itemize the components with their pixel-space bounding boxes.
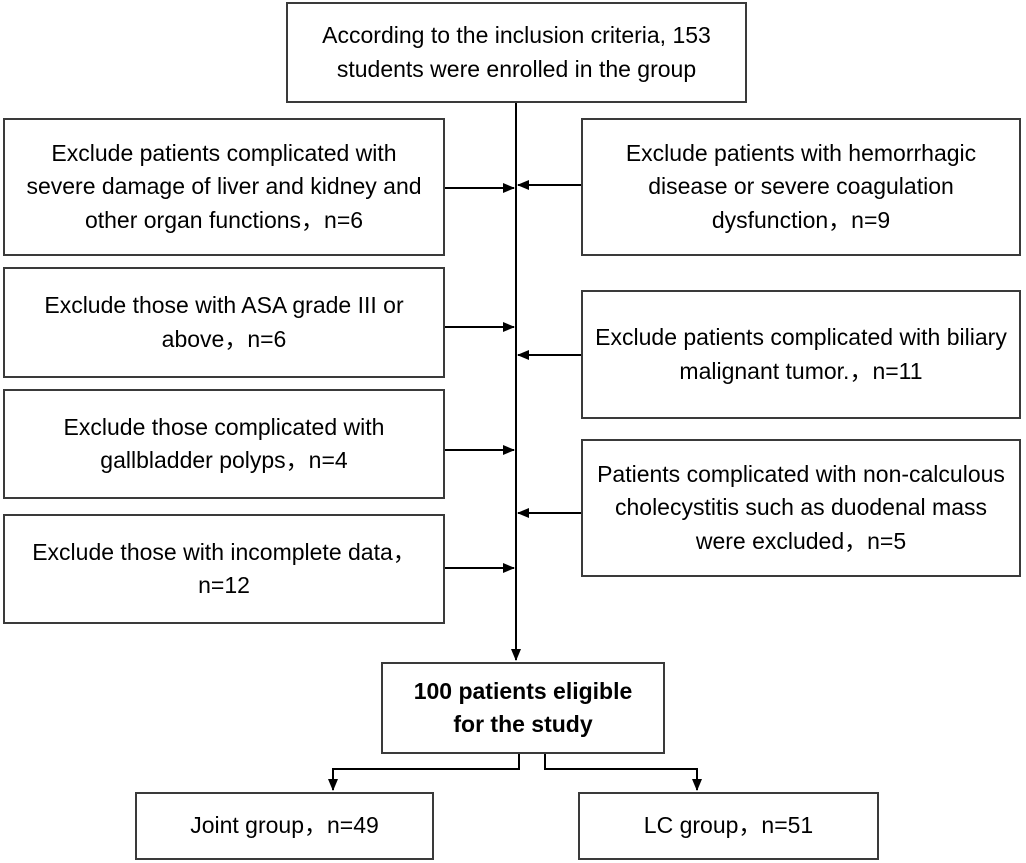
exclude-biliary-text: Exclude patients complicated with biliar… xyxy=(595,324,1007,384)
exclude-polyps-box: Exclude those complicated with gallbladd… xyxy=(3,389,445,499)
enrolled-text: According to the inclusion criteria, 153… xyxy=(322,22,711,82)
enrolled-box: According to the inclusion criteria, 153… xyxy=(286,2,747,103)
lc-group-text: LC group，n=51 xyxy=(643,812,814,839)
eligible-box: 100 patients eligible for the study xyxy=(381,662,665,754)
exclude-incomplete-box: Exclude those with incomplete data，n=12 xyxy=(3,514,445,624)
exclude-noncalculous-text: Patients complicated with non-calculous … xyxy=(597,460,1005,554)
exclude-asa-text: Exclude those with ASA grade III or abov… xyxy=(44,292,404,352)
exclude-asa-box: Exclude those with ASA grade III or abov… xyxy=(3,267,445,378)
eligible-text: 100 patients eligible for the study xyxy=(413,677,633,737)
exclude-biliary-box: Exclude patients complicated with biliar… xyxy=(581,290,1021,419)
joint-group-box: Joint group，n=49 xyxy=(135,792,434,860)
exclude-incomplete-text: Exclude those with incomplete data，n=12 xyxy=(32,538,416,598)
arrow-to-lc-group xyxy=(544,753,702,791)
lc-group-box: LC group，n=51 xyxy=(578,792,879,860)
exclude-hemorrhagic-box: Exclude patients with hemorrhagic diseas… xyxy=(581,118,1021,256)
exclude-liver-box: Exclude patients complicated with severe… xyxy=(3,118,445,256)
exclude-polyps-text: Exclude those complicated with gallbladd… xyxy=(63,413,385,473)
exclude-liver-text: Exclude patients complicated with severe… xyxy=(26,139,422,233)
arrow-to-joint-group xyxy=(328,753,520,791)
exclude-hemorrhagic-text: Exclude patients with hemorrhagic diseas… xyxy=(625,139,977,233)
exclude-noncalculous-box: Patients complicated with non-calculous … xyxy=(581,439,1021,577)
joint-group-text: Joint group，n=49 xyxy=(190,812,379,839)
